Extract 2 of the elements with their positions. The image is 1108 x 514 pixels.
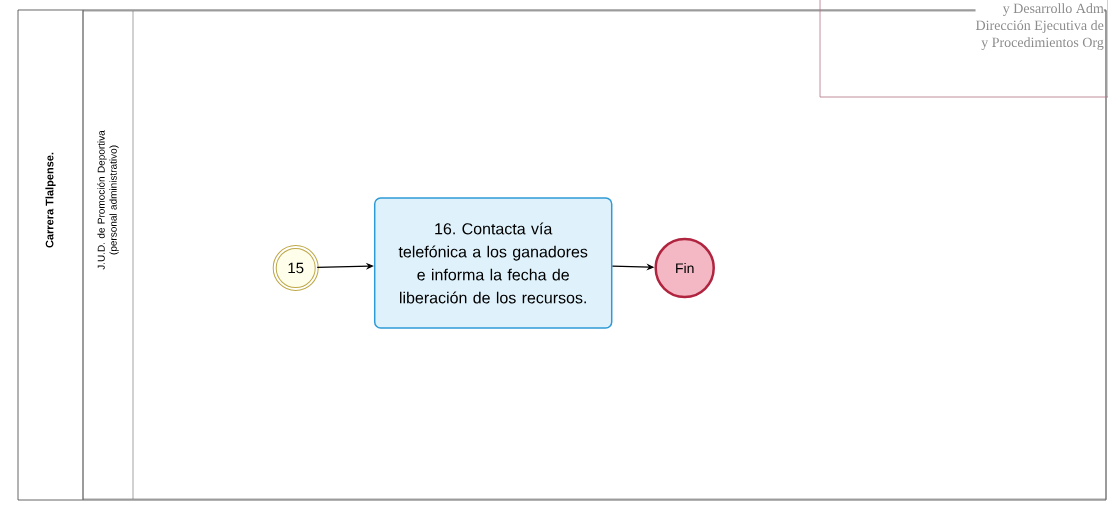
stamp-box: y Desarrollo Adm Dirección Ejecutiva de y Procedimientos Org [819,0,1108,98]
task-box: 16. Contacta vía telefónica a los ganadores e informa la fecha de liberación de los recursos. [373,197,613,329]
